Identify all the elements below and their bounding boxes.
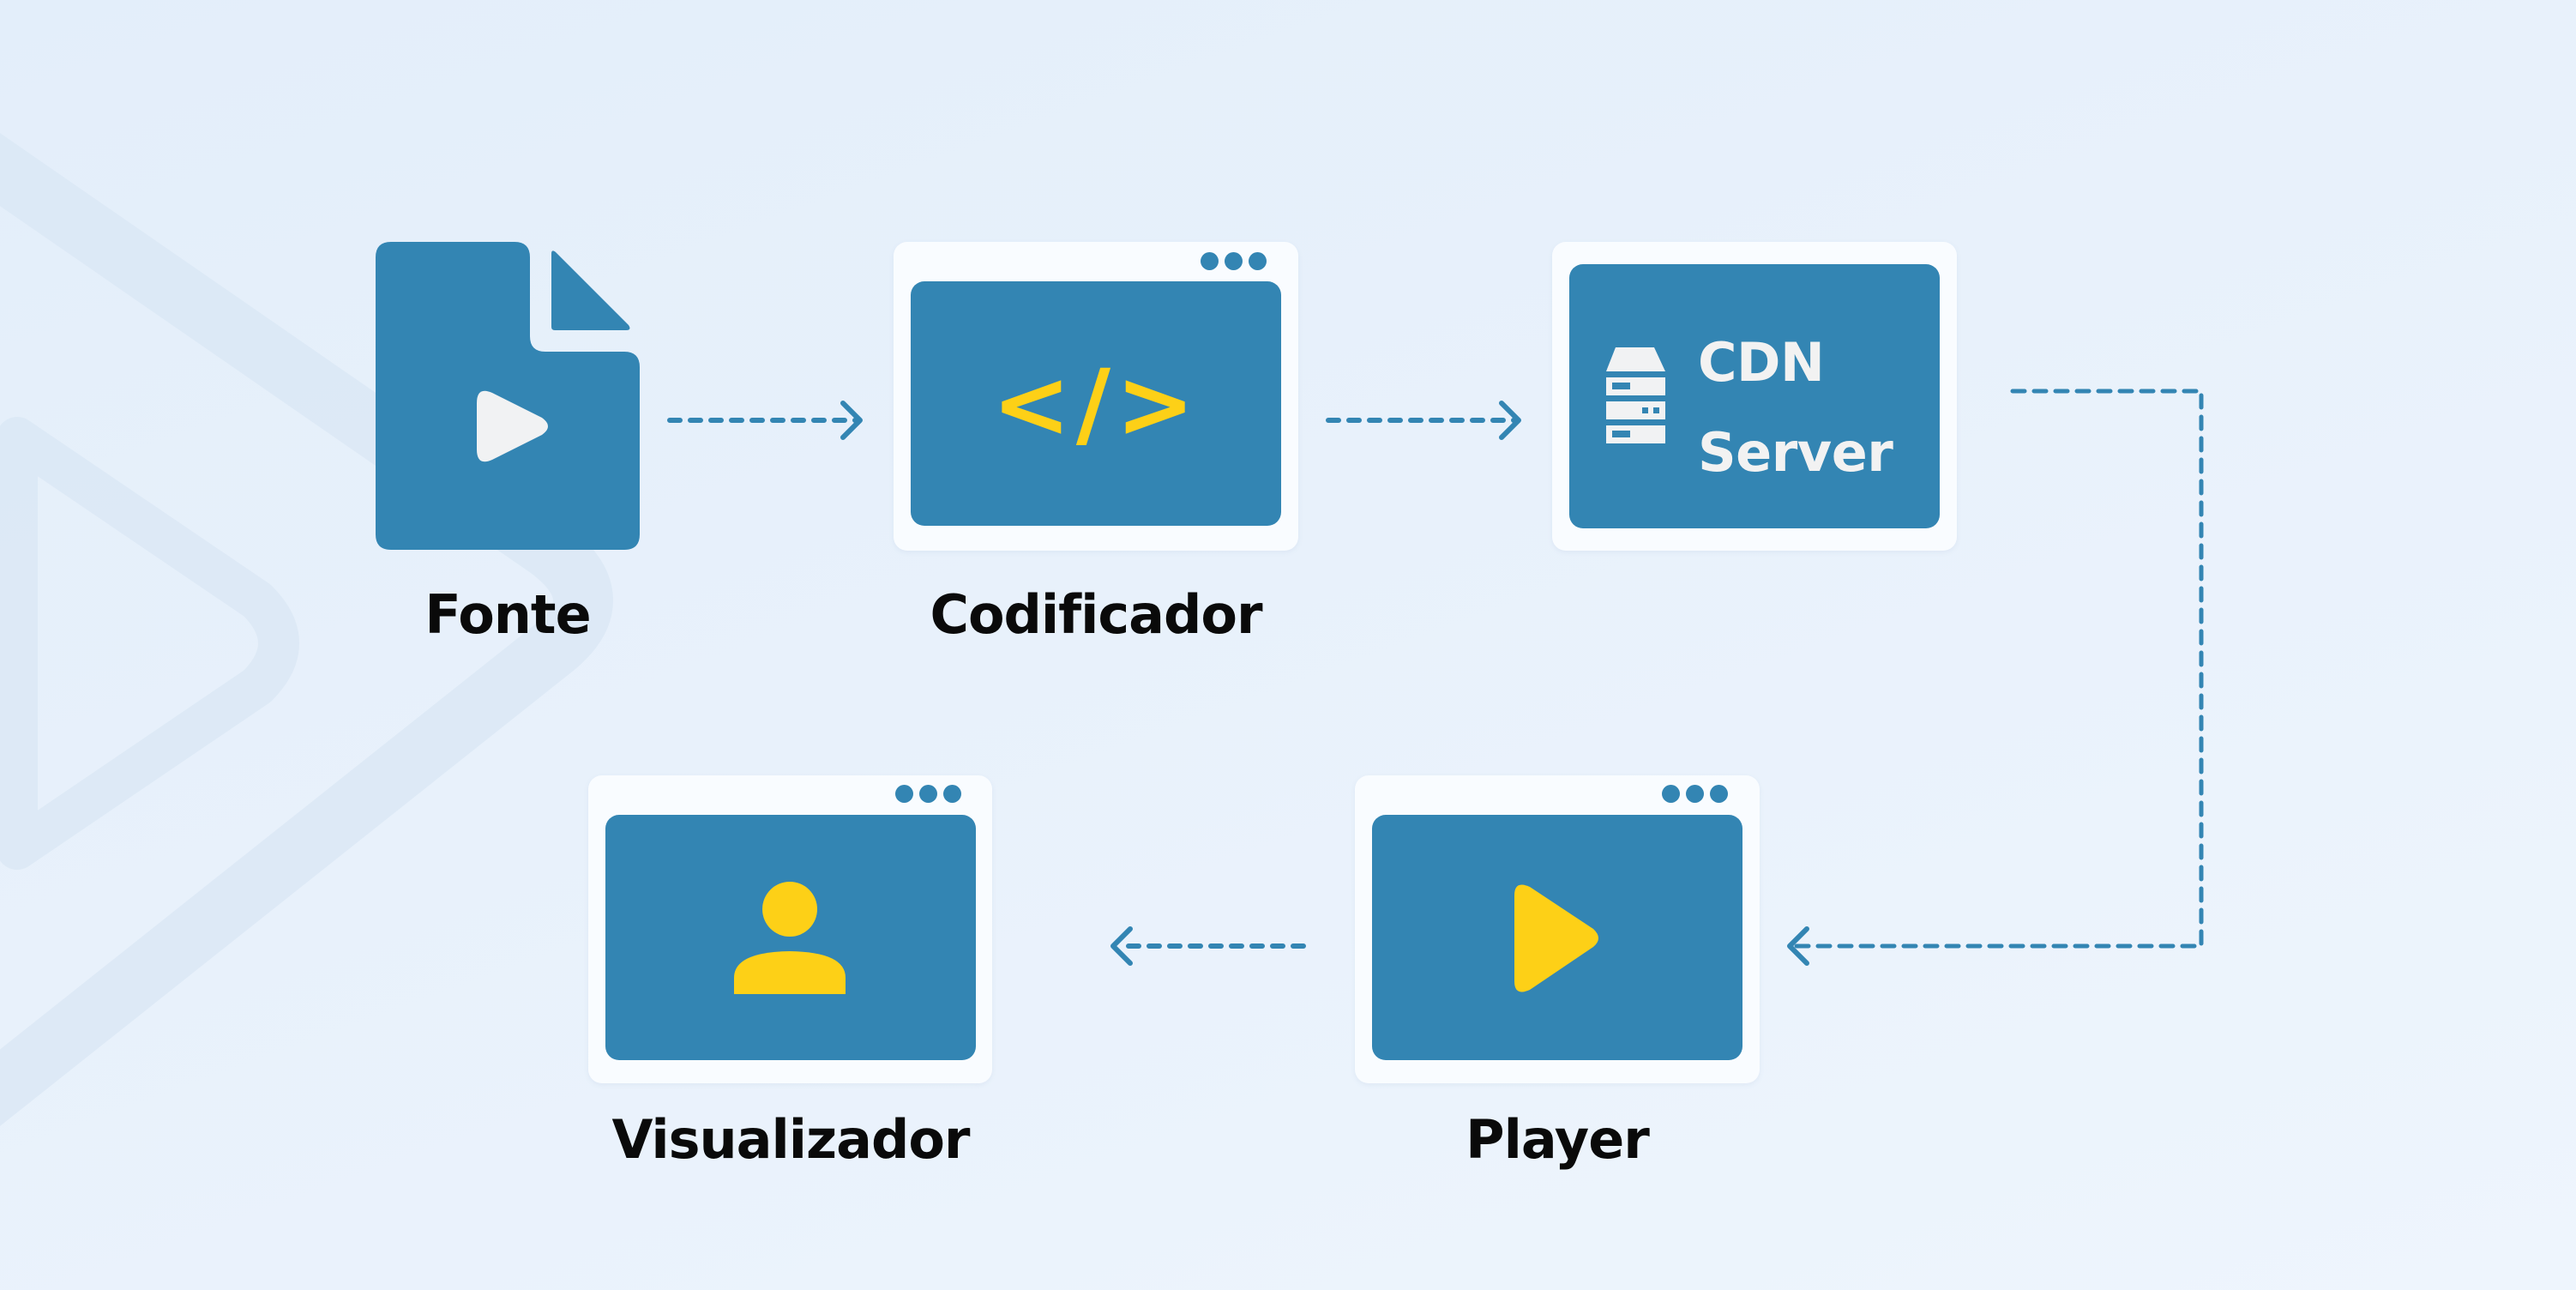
player-screen [1372, 815, 1742, 1060]
codificador-screen: </> [911, 281, 1281, 526]
window-dots [1201, 252, 1267, 270]
cdn-label-line2: Server [1698, 421, 1893, 484]
window-dot [1225, 252, 1243, 270]
file-body [376, 242, 640, 550]
play-triangle [1514, 884, 1598, 992]
play-icon [477, 390, 548, 462]
cdn-window: CDN Server [1552, 242, 1957, 551]
server-icon [1606, 347, 1665, 443]
play-icon [1514, 884, 1598, 992]
codificador-window: </> [894, 242, 1298, 551]
arrowhead-icon [1110, 926, 1133, 966]
server-unit [1606, 401, 1665, 419]
window-dot [1710, 785, 1728, 803]
player-window [1355, 775, 1760, 1083]
arrowhead-icon [1787, 926, 1809, 966]
user-head [762, 882, 817, 937]
window-dot [943, 785, 961, 803]
cdn-screen: CDN Server [1569, 264, 1940, 528]
file-folded-corner [551, 250, 630, 330]
server-top [1606, 347, 1665, 371]
node-label: Fonte [424, 583, 591, 646]
window-dot [1249, 252, 1267, 270]
server-light [1642, 407, 1648, 413]
arrowhead-icon [1499, 401, 1521, 440]
dashed-elbow-line [1791, 389, 2204, 949]
window-dot [1662, 785, 1680, 803]
window-dot [1686, 785, 1704, 803]
server-unit [1606, 425, 1665, 443]
background-small-triangle [0, 417, 299, 870]
server-light [1653, 407, 1659, 413]
node-label: Codificador [930, 583, 1262, 646]
code-icon: </> [991, 349, 1201, 459]
background-large-chevron [0, 133, 613, 1126]
visualizador-screen [605, 815, 976, 1060]
server-slot [1612, 383, 1630, 389]
arrowhead-icon [840, 401, 863, 440]
server-slot [1612, 431, 1630, 437]
node-label: Visualizador [611, 1108, 970, 1171]
window-dot [895, 785, 913, 803]
user-icon [734, 882, 846, 994]
visualizador-window [588, 775, 992, 1083]
window-dot [919, 785, 937, 803]
node-label: Player [1466, 1108, 1650, 1171]
server-unit [1606, 377, 1665, 395]
window-dots [1662, 785, 1728, 803]
window-dot [1201, 252, 1219, 270]
user-body [734, 951, 846, 994]
window-dots [895, 785, 961, 803]
cdn-label-line1: CDN [1698, 331, 1825, 394]
